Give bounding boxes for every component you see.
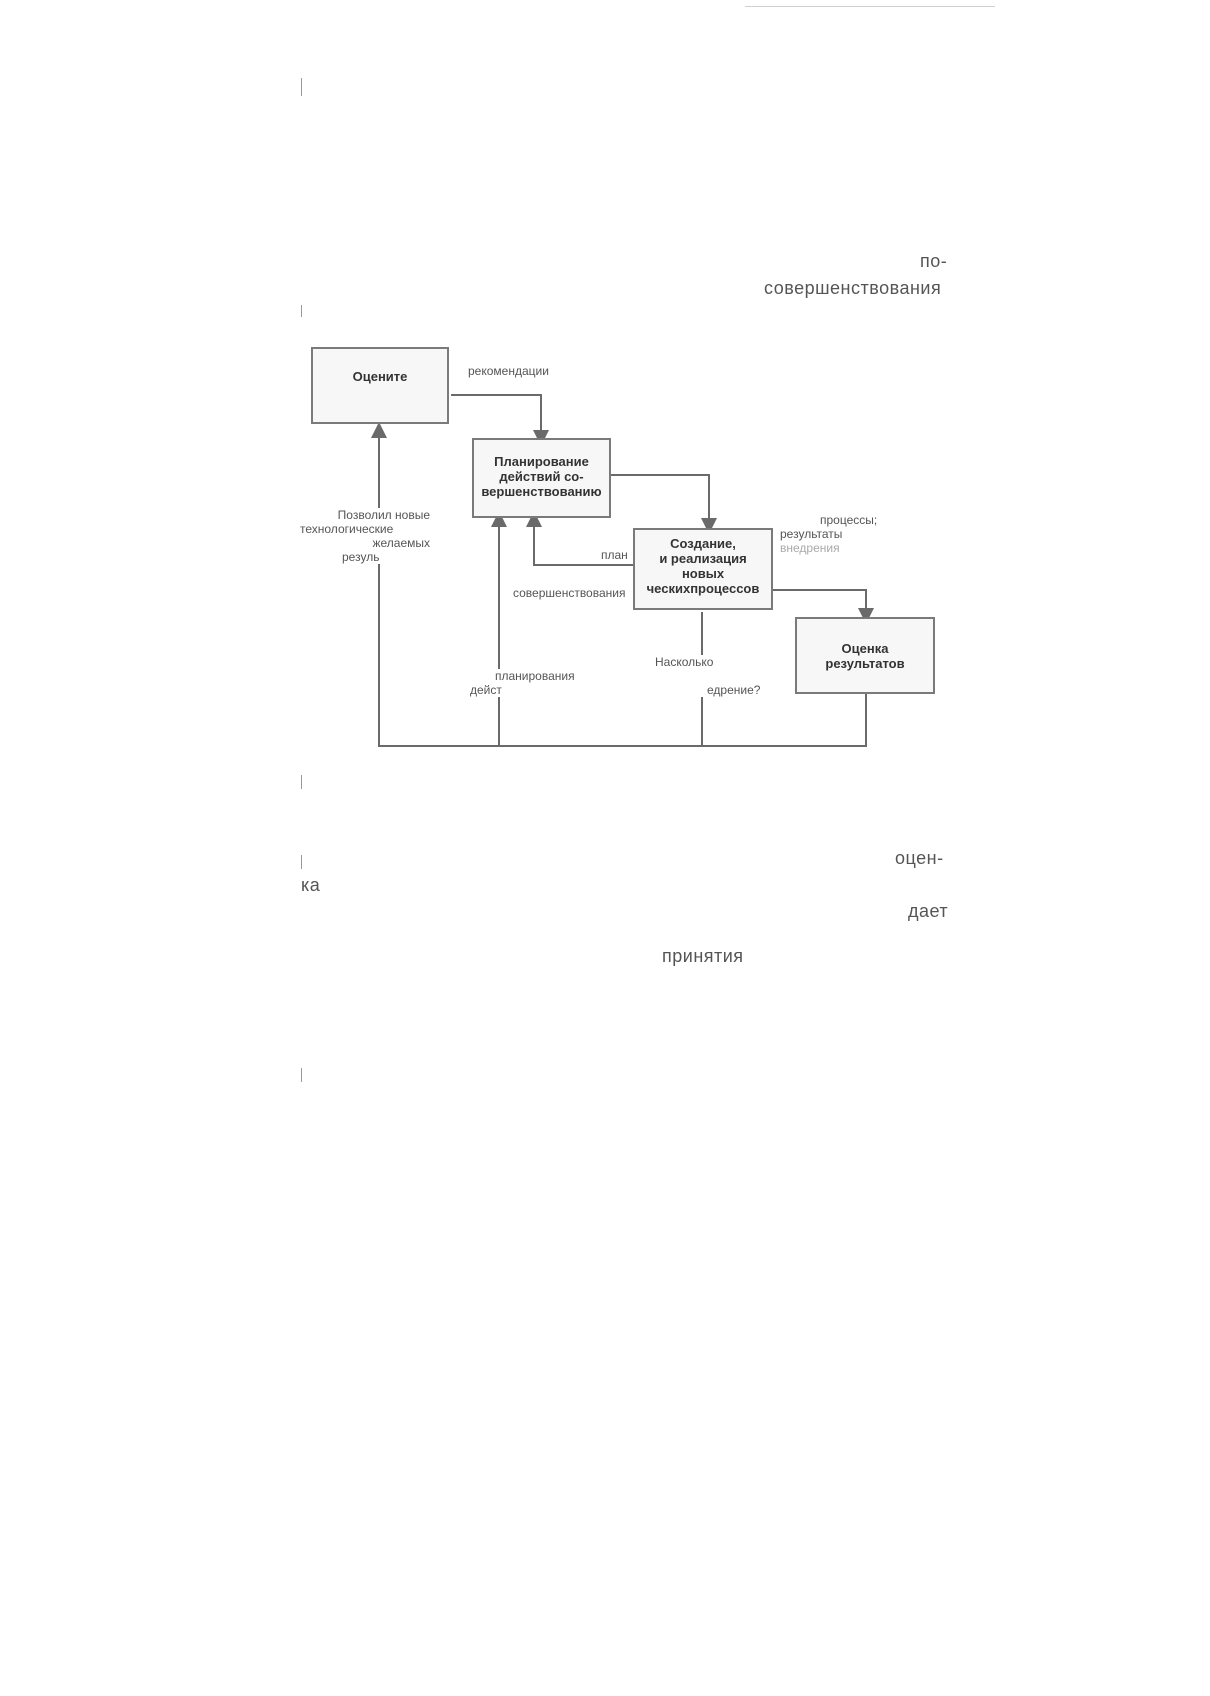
label-allowed-line4: резуль	[342, 550, 380, 564]
box-planning-line1: Планирование	[494, 454, 589, 469]
arrow-planning-to-creation	[611, 474, 717, 534]
box-creation-line4: ческихпроцессов	[646, 581, 760, 596]
arrow-evaluate-to-planning	[451, 394, 549, 446]
label-recommendations: рекомендации	[468, 364, 549, 378]
text-fragment-otsen: оцен-	[895, 848, 944, 868]
label-planning-actions-line2: дейст	[470, 683, 502, 697]
label-allowed-line3: желаемых	[372, 536, 430, 550]
label-processes-line1: процессы;	[820, 513, 878, 527]
label-processes: процессы; результаты внедрения	[780, 513, 878, 555]
top-edge-line	[745, 6, 995, 7]
margin-mark	[301, 78, 302, 96]
margin-mark	[301, 305, 302, 317]
box-results-line2: результатов	[825, 656, 905, 671]
label-how-much: Насколько едрение?	[655, 655, 761, 697]
box-results-line1: Оценка	[841, 641, 889, 656]
text-fragment-prinyatiya: принятия	[662, 946, 744, 966]
margin-mark	[301, 1068, 302, 1082]
box-planning: Планирование действий со- вершенствовани…	[472, 438, 611, 518]
margin-mark	[301, 855, 302, 869]
text-fragment-daet: дает	[908, 901, 949, 921]
label-allowed: Позволил новые технологические желаемых …	[300, 508, 430, 564]
box-results: Оценка результатов	[795, 617, 935, 694]
label-processes-line2: результаты	[780, 527, 843, 541]
label-planning-actions: планирования дейст	[470, 669, 575, 697]
text-fragment-ka: ка	[301, 875, 321, 895]
arrow-creation-to-planning	[526, 511, 633, 566]
label-allowed-line2: технологические	[300, 522, 394, 536]
box-evaluate-label: Оцените	[352, 369, 408, 384]
label-allowed-line1: Позволил новые	[337, 508, 430, 522]
text-fragment-sovershenstvovaniya: совершенствования	[764, 278, 942, 298]
label-processes-line3: внедрения	[780, 541, 840, 555]
label-how-much-line2: едрение?	[707, 683, 761, 697]
box-creation-line1: Создание,	[670, 536, 736, 551]
label-how-much-line1: Насколько	[655, 655, 714, 669]
box-creation-line3: новых	[681, 566, 725, 581]
box-creation-line2: и реализация	[659, 551, 747, 566]
box-evaluate: Оцените	[311, 347, 449, 424]
box-planning-line2: действий со-	[499, 469, 584, 484]
box-creation: Создание, и реализация новых ческихпроце…	[633, 528, 773, 610]
box-planning-line3: вершенствованию	[481, 484, 602, 499]
margin-mark	[301, 775, 302, 789]
label-plan: план	[601, 548, 628, 562]
arrow-creation-to-results	[773, 589, 874, 624]
label-planning-actions-line1: планирования	[495, 669, 575, 683]
text-fragment-po: по-	[920, 251, 948, 271]
label-improvement: совершенствования	[513, 586, 626, 600]
feedback-loop-bottom	[371, 422, 867, 747]
